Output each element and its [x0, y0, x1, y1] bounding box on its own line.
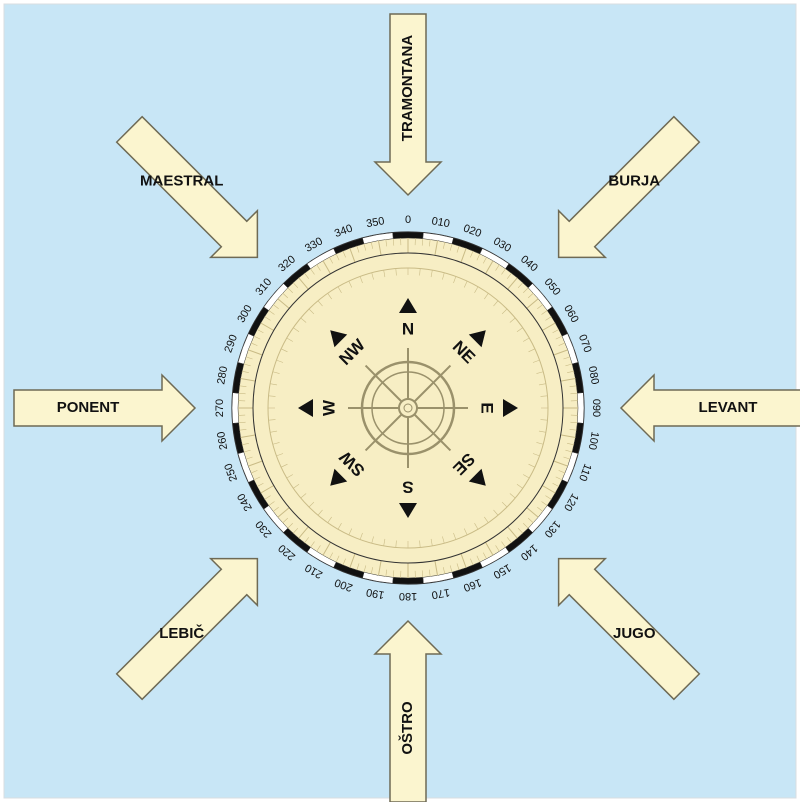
wind-label-northwest: MAESTRAL: [140, 173, 223, 190]
wind-label-south: OŠTRO: [398, 701, 416, 755]
cardinal-label: S: [402, 478, 413, 497]
rim-segment: [577, 393, 584, 424]
wind-label-northeast: BURJA: [608, 173, 660, 190]
wind-label-east: LEVANT: [699, 399, 758, 416]
degree-label: 270: [214, 399, 226, 417]
cardinal-label: W: [319, 399, 338, 416]
degree-label: 0: [405, 214, 411, 226]
rim-segment: [232, 393, 239, 424]
rim-segment: [393, 232, 424, 239]
ship-wheel-icon: [348, 348, 468, 468]
wind-label-north: TRAMONTANA: [399, 35, 416, 142]
cardinal-label: N: [402, 319, 414, 338]
degree-label: 090: [590, 399, 602, 417]
degree-label: 180: [399, 590, 417, 602]
wind-label-southeast: JUGO: [613, 625, 656, 642]
rim-segment: [393, 577, 424, 584]
cardinal-label: E: [478, 402, 497, 413]
wind-label-west: PONENT: [57, 399, 120, 416]
wind-label-southwest: LEBIČ: [159, 624, 204, 642]
